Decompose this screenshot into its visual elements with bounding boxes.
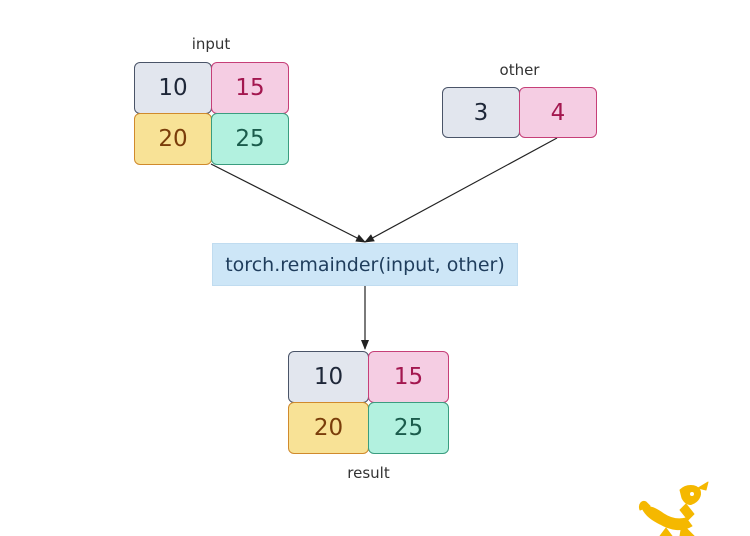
other-cell-0: 3 bbox=[442, 87, 520, 138]
input-cell-1-1: 25 bbox=[211, 113, 289, 165]
result-cell-0-0: 10 bbox=[288, 351, 369, 403]
input-cell-0-1: 15 bbox=[211, 62, 289, 114]
operation-box: torch.remainder(input, other) bbox=[212, 243, 518, 286]
input-label: input bbox=[191, 35, 231, 53]
result-cell-0-1: 15 bbox=[368, 351, 449, 403]
result-cell-1-0: 20 bbox=[288, 402, 369, 454]
other-label: other bbox=[499, 61, 540, 79]
result-cell-1-1: 25 bbox=[368, 402, 449, 454]
other-cell-1: 4 bbox=[519, 87, 597, 138]
input-cell-0-0: 10 bbox=[134, 62, 212, 114]
input-cell-1-0: 20 bbox=[134, 113, 212, 165]
result-label: result bbox=[347, 464, 390, 482]
arrow-input-to-op bbox=[210, 163, 366, 243]
arrow-other-to-op bbox=[364, 137, 558, 243]
yellow-mascot-logo-icon bbox=[639, 481, 709, 536]
